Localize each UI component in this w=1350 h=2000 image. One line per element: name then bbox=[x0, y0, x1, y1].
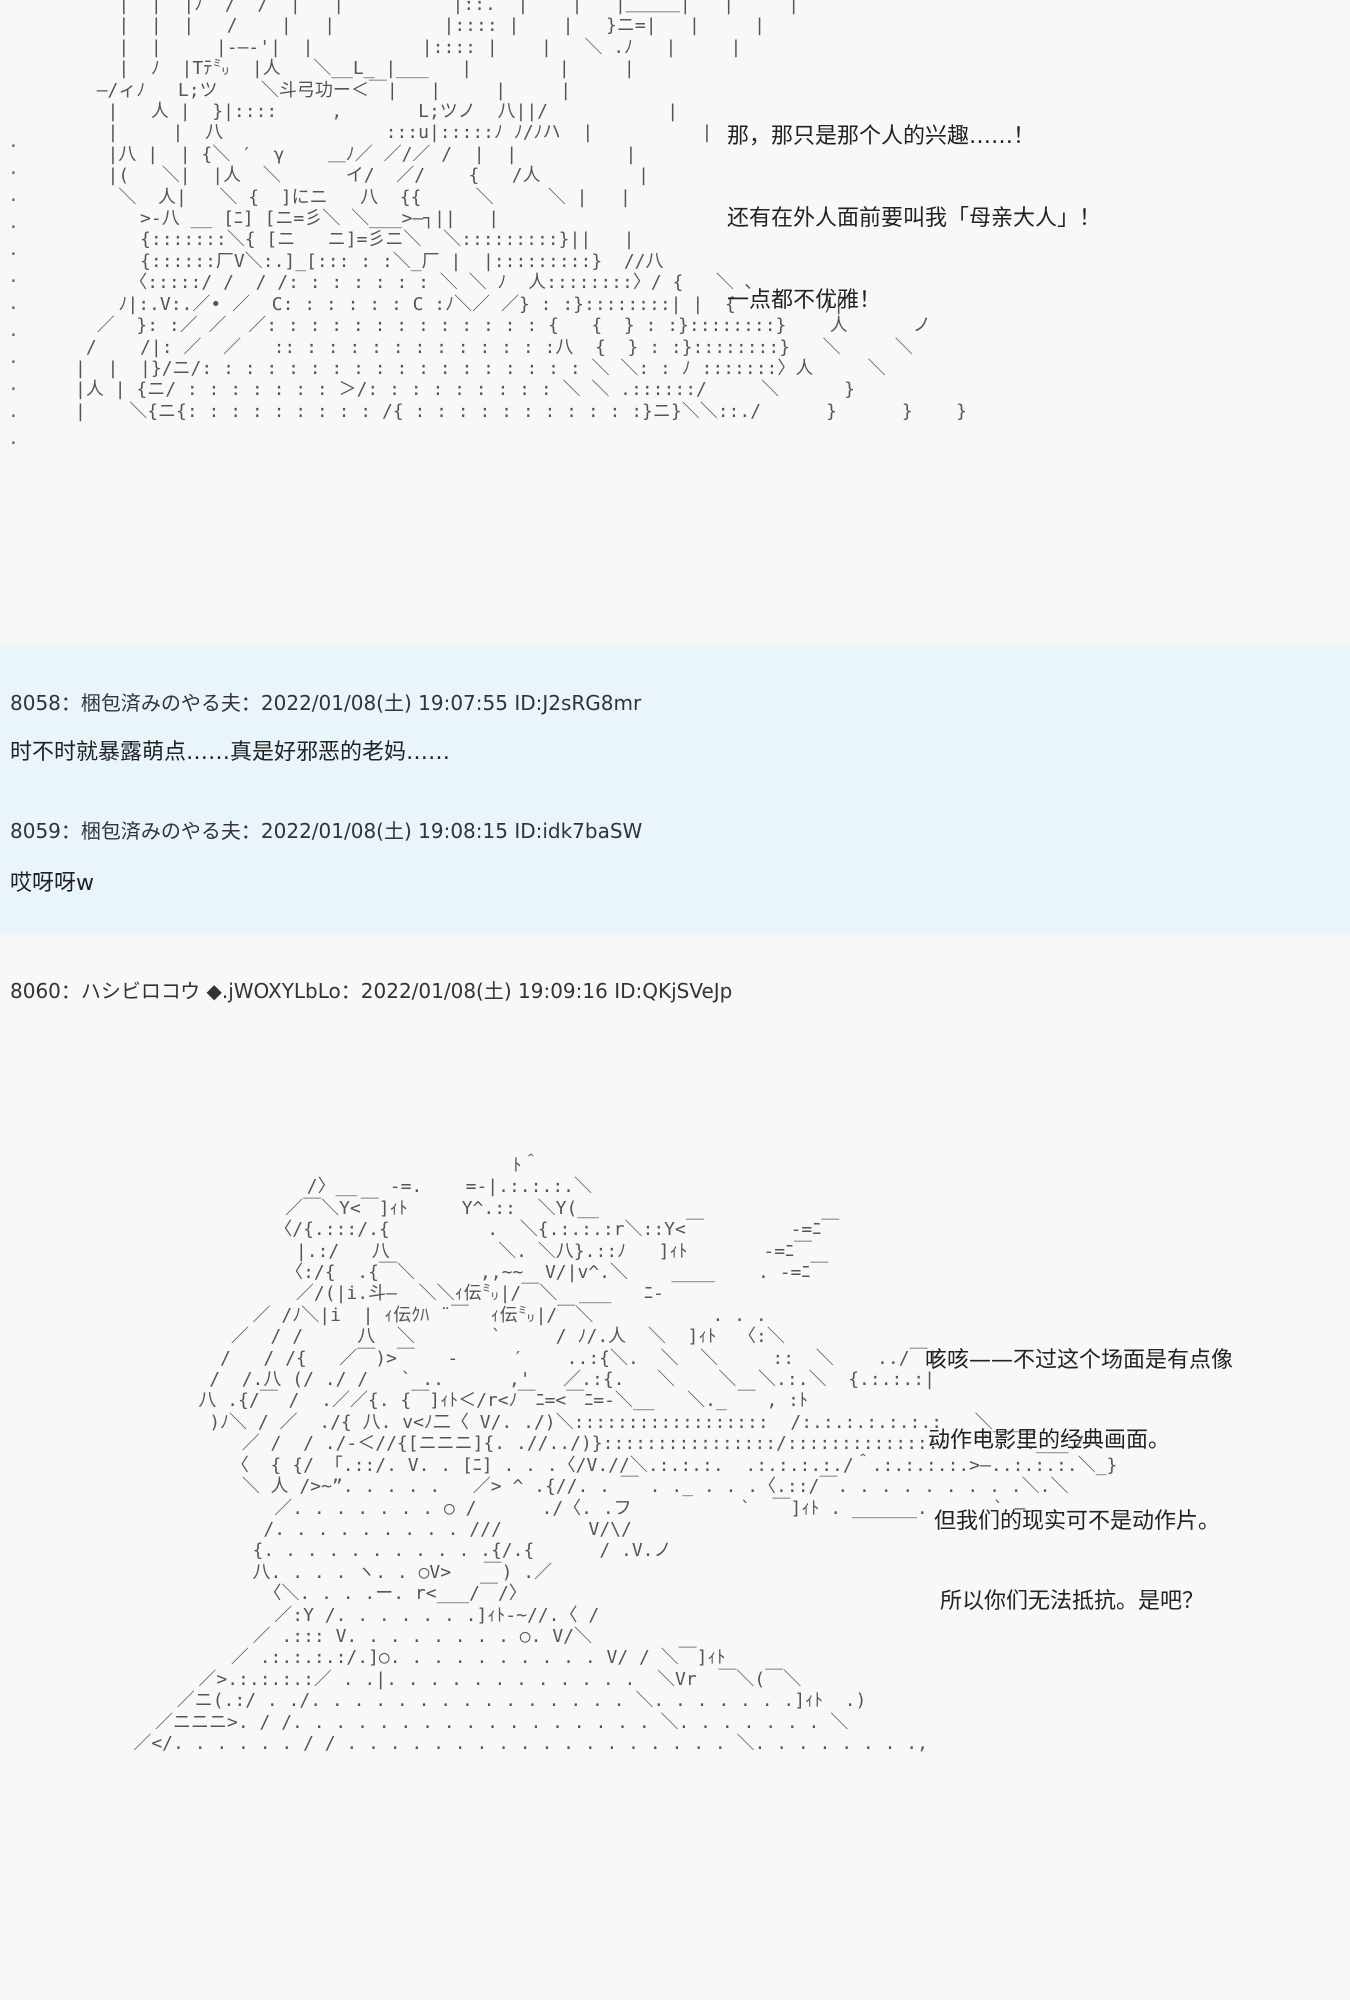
post-header-8060: 8060：ハシビロコウ ◆.jWOXYLbLo：2022/01/08(土) 19… bbox=[10, 979, 733, 1003]
post-body-8059: 哎呀呀w bbox=[10, 871, 94, 896]
dialog-line: 动作电影里的经典画面。 bbox=[928, 1428, 1171, 1453]
bottom-panel: 8060：ハシビロコウ ◆.jWOXYLbLo：2022/01/08(土) 19… bbox=[0, 935, 1350, 2000]
margin-dots: . . . . . . . . . . . . bbox=[8, 131, 19, 449]
dialog-line: 那，那只是那个人的兴趣……！ bbox=[727, 124, 1036, 149]
dialog-line: 所以你们无法抵抗。是吧？ bbox=[940, 1589, 1205, 1614]
dialog-line: 咳咳——不过这个场面是有点像 bbox=[925, 1348, 1234, 1373]
reply-panel: 8058：梱包済みのやる夫：2022/01/08(土) 19:07:55 ID:… bbox=[0, 645, 1350, 935]
dialog-line: 一点都不优雅！ bbox=[727, 288, 882, 313]
dialog-line: 但我们的现实可不是动作片。 bbox=[934, 1509, 1221, 1534]
top-panel: . . . . . . . . . . . . | | |ﾉ / / | | |… bbox=[0, 0, 1350, 645]
ascii-art-character-bottom: ﾄ＾ /〉__ -=. =-|.:.:.:.＼ ／￣＼Y<￣]ｨﾄ Y^.:: … bbox=[133, 1155, 1118, 1754]
post-header-8058: 8058：梱包済みのやる夫：2022/01/08(土) 19:07:55 ID:… bbox=[10, 691, 642, 715]
dialog-line: 还有在外人面前要叫我「母亲大人」！ bbox=[727, 206, 1102, 231]
ascii-art-character-top: | | |ﾉ / / | | |::. | | |＿＿＿| | | | | | … bbox=[75, 0, 967, 422]
post-body-8058: 时不时就暴露萌点……真是好邪恶的老妈…… bbox=[10, 740, 451, 765]
post-header-8059: 8059：梱包済みのやる夫：2022/01/08(土) 19:08:15 ID:… bbox=[10, 819, 643, 843]
